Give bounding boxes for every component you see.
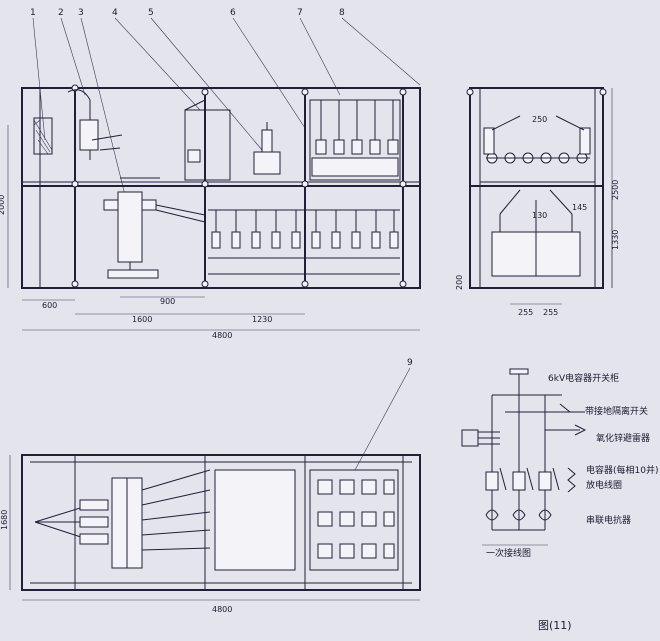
- plan-cap-grid: [309, 469, 399, 571]
- figure-label: 图(11): [538, 619, 572, 632]
- schematic-label-capacitor: 电容器(每相10并): [586, 464, 658, 476]
- upper-cap-row: [309, 99, 401, 181]
- dim-255-b: 255: [543, 308, 558, 317]
- dim-1680: 1680: [0, 510, 9, 530]
- dim-1230: 1230: [252, 315, 272, 324]
- schematic-caption: 一次接线图: [486, 547, 531, 559]
- dim-1600: 1600: [132, 315, 152, 324]
- callout-9: 9: [407, 358, 413, 368]
- dim-1330: 1330: [611, 230, 620, 250]
- dim-200: 200: [455, 275, 464, 290]
- dim-2500: 2500: [611, 180, 620, 200]
- callout-5: 5: [148, 8, 154, 18]
- dim-plan-total: 4800: [212, 605, 232, 614]
- schematic-title: 6kV电容器开关柜: [548, 372, 619, 384]
- dim-250: 250: [532, 115, 547, 124]
- callout-3: 3: [78, 8, 84, 18]
- dim-height: 2000: [0, 195, 6, 215]
- callout-leaders: [32, 17, 421, 471]
- schematic-label-reactor: 串联电抗器: [586, 514, 631, 526]
- side-view: 250 130 145 2500 1330 200 255 255: [455, 87, 620, 317]
- lower-cap-row: [208, 209, 400, 275]
- callout-6: 6: [230, 8, 236, 18]
- front-view: 2000 600 900 1600 1230 4800: [0, 84, 421, 340]
- plan-view: 1680 4800: [0, 454, 421, 614]
- dim-front-total: 4800: [212, 331, 232, 340]
- dim-900: 900: [160, 297, 175, 306]
- dim-600: 600: [42, 301, 57, 310]
- single-line-diagram: 6kV电容器开关柜 带接地隔离开关 氧化锌避雷器 电容器(每相10并) 放电线圈…: [461, 368, 658, 559]
- schematic-label-arrester: 氧化锌避雷器: [596, 432, 650, 444]
- callout-2: 2: [58, 8, 64, 18]
- callout-4: 4: [112, 8, 118, 18]
- dim-130: 130: [532, 211, 547, 220]
- callout-labels: 1 2 3 4 5 6 7 8 9: [30, 8, 413, 368]
- dim-145: 145: [572, 203, 587, 212]
- callout-7: 7: [297, 8, 303, 18]
- dim-255-a: 255: [518, 308, 533, 317]
- callout-1: 1: [30, 8, 36, 18]
- schematic-label-switch: 带接地隔离开关: [585, 405, 648, 417]
- callout-8: 8: [339, 8, 345, 18]
- schematic-label-coil: 放电线圈: [586, 479, 622, 491]
